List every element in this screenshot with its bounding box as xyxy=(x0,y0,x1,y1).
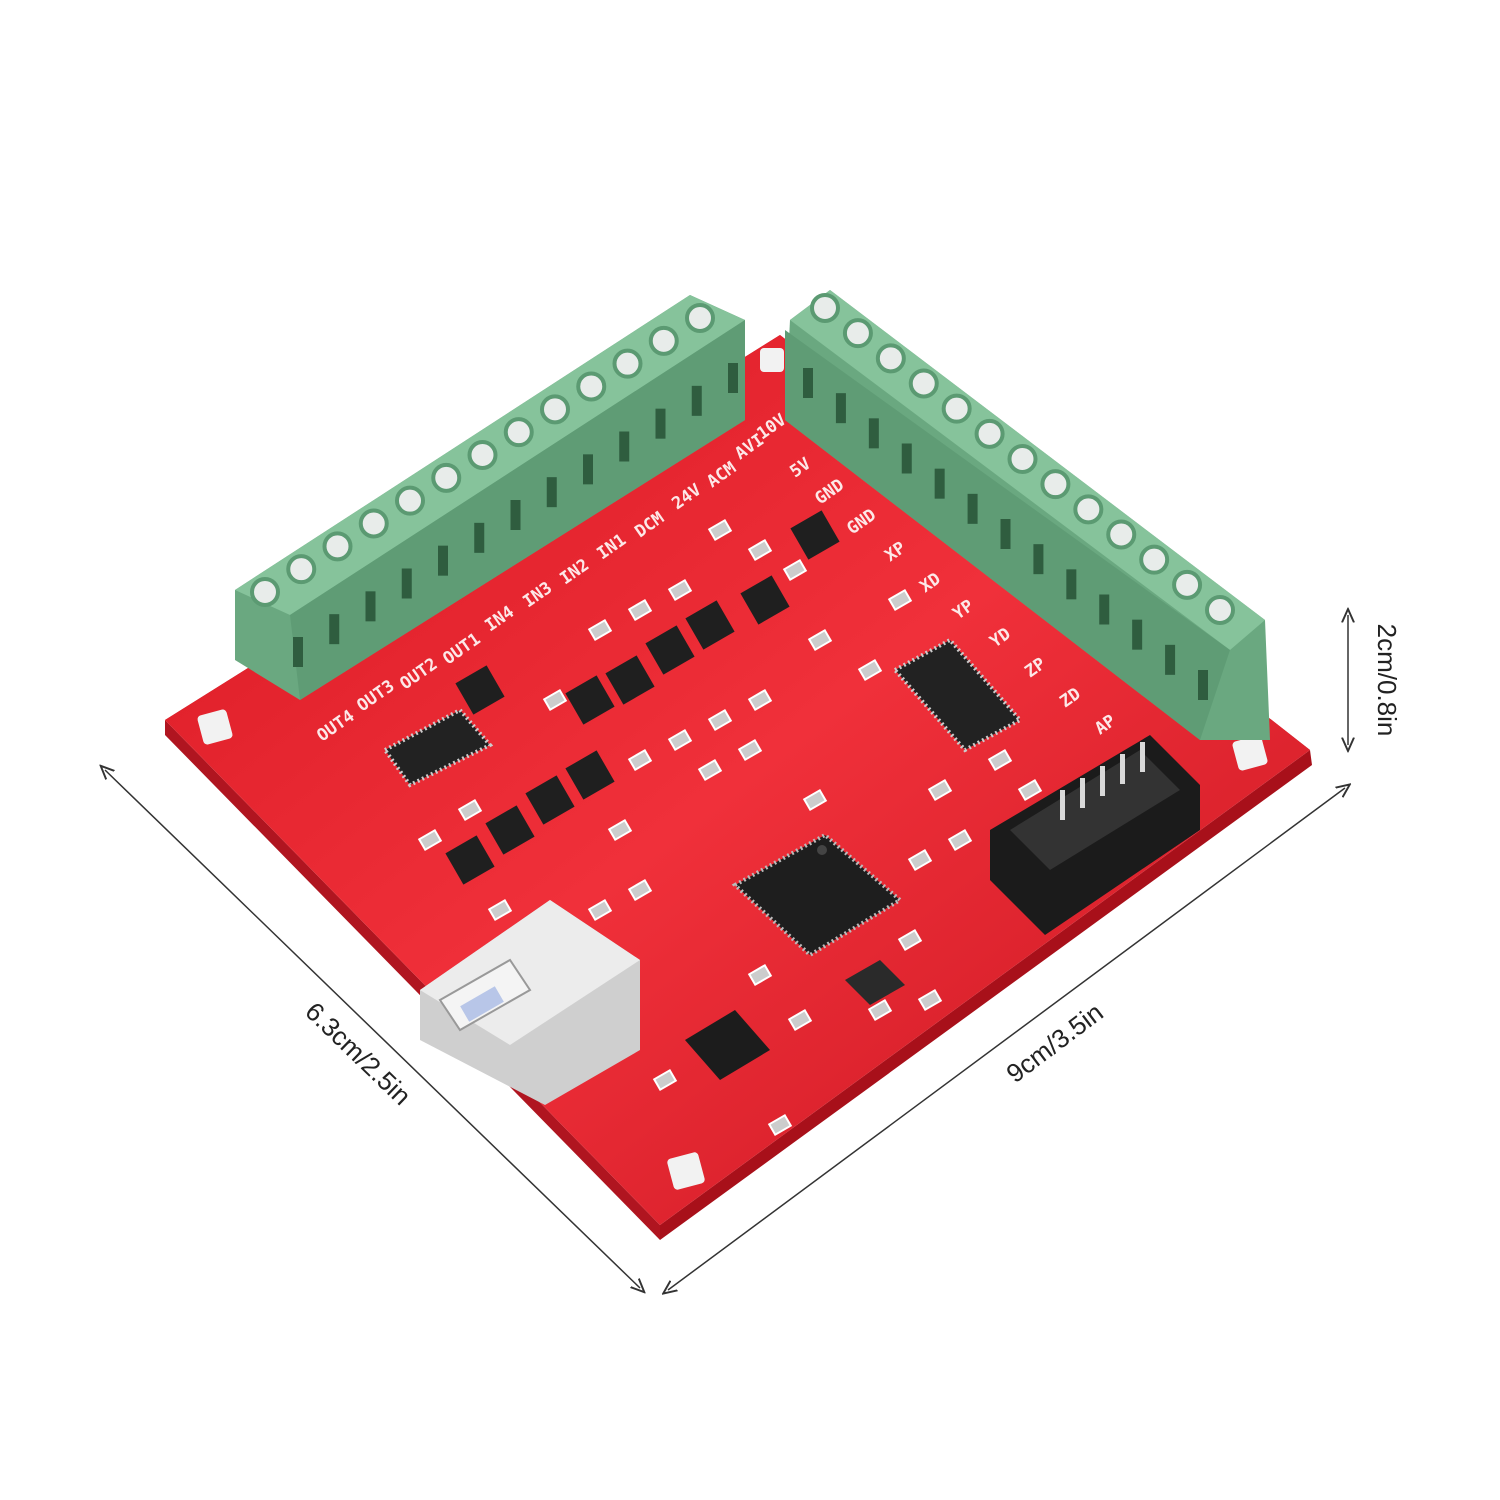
smd-resistor xyxy=(887,588,913,612)
smd-resistor xyxy=(707,518,733,542)
wire-slot xyxy=(438,545,448,576)
screw-terminal xyxy=(358,508,389,539)
screw-terminal xyxy=(431,462,462,493)
wire-slot xyxy=(835,393,846,424)
wire-slot xyxy=(510,500,521,530)
wire-slot xyxy=(934,468,945,499)
wire-slot xyxy=(1000,519,1011,549)
wire-slot xyxy=(655,408,666,439)
wire-slot xyxy=(967,493,978,524)
depth-dimension-line xyxy=(105,770,640,1288)
screw-terminal xyxy=(1106,519,1137,550)
depth-dimension-label: 6.3cm/2.5in xyxy=(299,996,417,1111)
width-dimension-label: 9cm/3.5in xyxy=(1001,997,1109,1089)
optocoupler-chip xyxy=(605,655,655,705)
smd-resistor xyxy=(782,558,808,582)
screw-terminal xyxy=(810,293,840,323)
smd-resistor xyxy=(747,688,773,712)
wire-slot xyxy=(1198,670,1208,700)
screw-terminal xyxy=(1040,469,1071,500)
smd-resistor xyxy=(587,618,613,642)
wire-slot xyxy=(728,363,738,393)
wire-slot xyxy=(1033,544,1044,575)
wire-slot xyxy=(1099,594,1110,625)
wire-slot xyxy=(691,385,702,416)
wire-slot xyxy=(1066,569,1077,600)
optocoupler-chip xyxy=(645,625,695,675)
screw-terminal xyxy=(250,577,280,607)
left-terminal-screws xyxy=(250,303,738,667)
wire-slot xyxy=(329,614,340,645)
wire-slot xyxy=(901,443,912,474)
screw-terminal xyxy=(576,371,607,402)
screw-terminal xyxy=(1172,569,1203,600)
screw-terminal xyxy=(467,440,498,470)
smd-resistor xyxy=(857,658,883,682)
screw-terminal xyxy=(842,318,873,349)
wire-slot xyxy=(619,431,630,462)
screw-terminal xyxy=(1073,494,1104,525)
wire-slot xyxy=(474,522,485,553)
smd-resistor xyxy=(737,738,763,762)
wire-slot xyxy=(1165,644,1176,675)
smd-resistor xyxy=(627,598,653,622)
wire-slot xyxy=(1132,619,1143,650)
wire-slot xyxy=(365,591,376,622)
optocoupler-chip xyxy=(685,600,735,650)
optocoupler-chip xyxy=(740,575,790,625)
smd-resistor xyxy=(747,538,773,562)
smd-resistor xyxy=(697,758,723,782)
right-terminal-screws xyxy=(803,293,1235,700)
screw-terminal xyxy=(503,417,534,448)
screw-terminal xyxy=(941,393,972,424)
screw-terminal xyxy=(908,368,939,399)
wire-slot xyxy=(868,418,879,449)
smd-resistor xyxy=(667,578,693,602)
screw-terminal xyxy=(322,531,353,562)
screw-terminal xyxy=(1007,444,1038,474)
wire-slot xyxy=(546,477,557,508)
screw-terminal xyxy=(612,348,643,379)
wire-slot xyxy=(803,368,813,398)
screw-terminal xyxy=(974,418,1005,449)
width-dimension-line xyxy=(668,788,1345,1290)
smd-resistor xyxy=(987,748,1013,772)
optocoupler-chip xyxy=(565,675,615,725)
driver-ic-chip xyxy=(891,637,1024,753)
height-dimension-label: 2cm/0.8in xyxy=(1372,624,1402,737)
smd-resistor xyxy=(542,688,568,712)
screw-terminal xyxy=(648,325,679,356)
wire-slot xyxy=(293,637,303,667)
smd-resistor xyxy=(707,708,733,732)
smd-resistor xyxy=(807,628,833,652)
screw-terminal xyxy=(1139,544,1170,575)
wire-slot xyxy=(401,568,412,599)
wire-slot xyxy=(583,454,593,485)
optocoupler-chip xyxy=(455,665,505,715)
screw-terminal xyxy=(685,303,715,333)
screw-terminal xyxy=(1205,595,1235,625)
smd-resistor xyxy=(667,728,693,752)
screw-terminal xyxy=(875,343,906,374)
screw-terminal xyxy=(286,554,317,585)
optocoupler-chip xyxy=(790,510,840,560)
screw-terminal xyxy=(395,485,425,516)
screw-terminal xyxy=(540,394,570,425)
